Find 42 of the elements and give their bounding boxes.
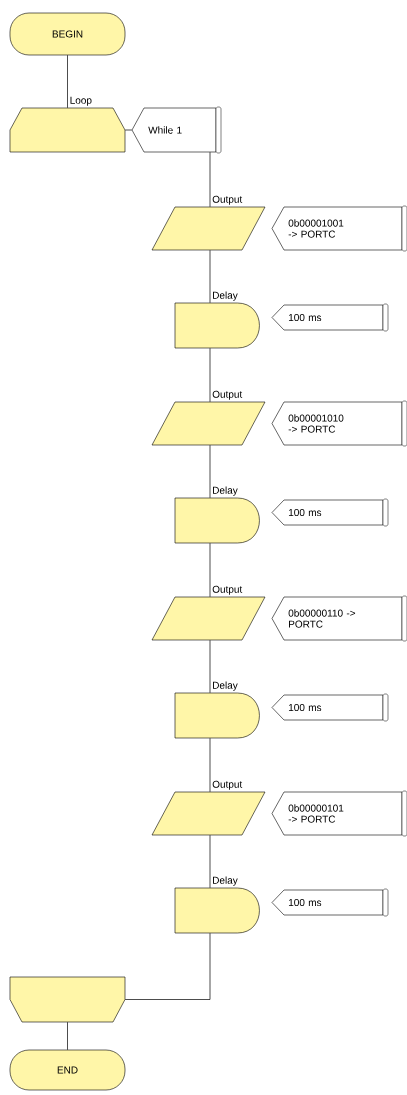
connector-line (209, 737, 211, 793)
parameter-flag: 0b00001010 -> PORTC (271, 400, 407, 447)
connector-line (67, 1021, 68, 1051)
connector-line (124, 932, 211, 1000)
parameter-flag: 100 ms (271, 303, 389, 332)
output-box: Output (151, 195, 266, 251)
delay-box: Delay (174, 291, 260, 349)
parameter-flag: 100 ms (271, 888, 389, 917)
node-label: Output (212, 585, 243, 595)
loop-end-box (9, 976, 126, 1023)
connector-line (67, 54, 68, 109)
node-label: Loop (70, 96, 92, 106)
node-label: Delay (213, 681, 238, 691)
parameter-flag: 0b00001001 -> PORTC (271, 205, 407, 252)
connector-line (209, 249, 211, 304)
connector-line (209, 834, 211, 889)
loop-start-box: Loop (9, 96, 126, 153)
connector-line (124, 129, 133, 131)
connector-line (209, 444, 211, 499)
parameter-flag: 100 ms (271, 693, 389, 722)
output-box: Output (151, 780, 266, 836)
parameter-flag: 0b00000110 -> PORTC (271, 595, 407, 642)
parameter-flag: 100 ms (271, 498, 389, 527)
terminator-box: BEGIN (9, 12, 126, 56)
delay-box: Delay (174, 876, 260, 934)
node-label: Output (212, 780, 243, 790)
delay-box: Delay (174, 681, 260, 739)
node-label: Delay (213, 876, 238, 886)
node-label: Output (212, 195, 243, 205)
output-box: Output (151, 390, 266, 446)
connector-line (209, 151, 211, 208)
output-box: Output (151, 585, 266, 641)
node-label: Output (212, 390, 243, 400)
connector-line (209, 639, 211, 694)
parameter-flag: 0b00000101 -> PORTC (271, 790, 407, 837)
node-label: Delay (213, 291, 238, 301)
parameter-flag: While 1 (131, 106, 222, 154)
connector-line (209, 347, 211, 403)
connector-line (209, 542, 211, 598)
terminator-box: END (9, 1049, 126, 1091)
node-label: Delay (213, 486, 238, 496)
delay-box: Delay (174, 486, 260, 544)
